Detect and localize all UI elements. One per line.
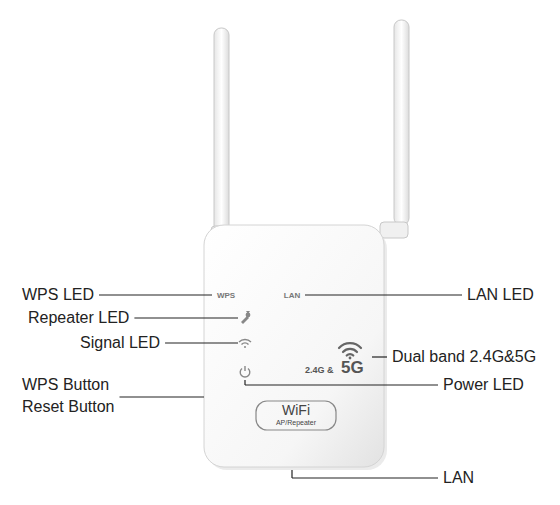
- antenna-hinge: [380, 222, 408, 238]
- callout-label: Signal LED: [80, 334, 160, 352]
- callout-label: Dual band 2.4G&5G: [392, 348, 536, 366]
- leader-line: [99, 294, 212, 295]
- callout-label: Repeater LED: [28, 309, 129, 327]
- leader-lines: [99, 295, 462, 478]
- callout-label: WPS LED: [22, 286, 94, 304]
- callout-label: Reset Button: [22, 398, 115, 416]
- callout-label: LAN LED: [467, 286, 534, 304]
- leader-line: [292, 477, 438, 478]
- leader-line: [165, 342, 238, 343]
- leader-line: [120, 396, 205, 397]
- leader-line: [305, 294, 462, 295]
- repeater-icon: [241, 311, 250, 324]
- leader-line: [244, 380, 245, 385]
- callout-label: Power LED: [443, 376, 524, 394]
- logo-frame: [256, 401, 336, 430]
- callout-label: LAN: [443, 469, 474, 487]
- callout-label: WPS Button: [22, 376, 109, 394]
- wifi-icon: [339, 343, 361, 359]
- logo-text: WiFi: [282, 403, 310, 419]
- device-print: WPS: [217, 291, 235, 300]
- logo-text: AP/Repeater: [276, 419, 316, 427]
- device-body: [204, 225, 384, 467]
- signal-icon: [239, 340, 251, 348]
- antenna: [394, 20, 409, 225]
- device-print: 5G: [341, 358, 364, 377]
- antenna: [214, 28, 229, 233]
- leader-line: [245, 384, 438, 385]
- leader-line: [372, 356, 387, 357]
- leader-line: [134, 317, 238, 318]
- device-print: LAN: [284, 291, 300, 300]
- leader-line: [291, 470, 292, 478]
- power-icon: [240, 366, 250, 377]
- device-print: 2.4G &: [305, 365, 334, 375]
